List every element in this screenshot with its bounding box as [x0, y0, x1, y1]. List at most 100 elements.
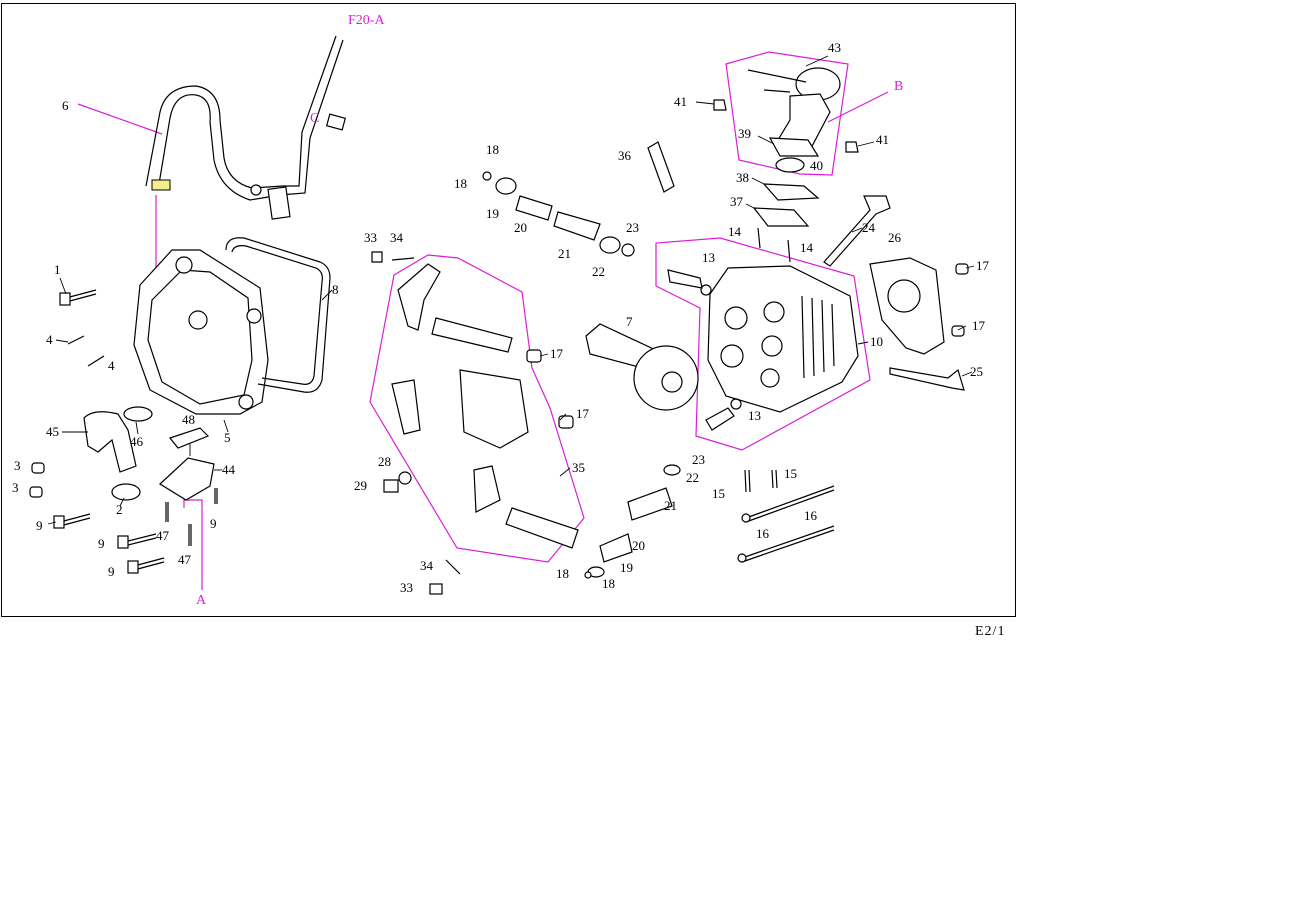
rocker-shaft-upper	[431, 317, 513, 353]
callout-9: 9	[108, 564, 115, 579]
callout-17: 17	[550, 346, 564, 361]
rocker-arm-assembly	[371, 251, 579, 595]
spring-20a	[515, 195, 553, 221]
rocker-shaft-lower	[505, 507, 579, 549]
hose-clip	[325, 113, 347, 131]
callout-21: 21	[558, 246, 571, 261]
callout-9: 9	[210, 516, 217, 531]
callout-19: 19	[486, 206, 499, 221]
rocker-arm-lower	[473, 465, 501, 513]
callout-39: 39	[738, 126, 751, 141]
callout-33: 33	[364, 230, 377, 245]
head-cover	[133, 249, 269, 415]
callout-34: 34	[420, 558, 434, 573]
studs-14	[757, 227, 791, 263]
callout-21: 21	[664, 498, 677, 513]
callout-2: 2	[116, 502, 123, 517]
leader-lines	[47, 55, 975, 525]
reed-valve-44	[159, 457, 215, 501]
callout-13: 13	[702, 250, 715, 265]
intake-valve-24	[823, 195, 891, 267]
callout-3: 3	[12, 480, 19, 495]
leader-6	[77, 103, 163, 135]
callout-29: 29	[354, 478, 367, 493]
callout-24: 24	[862, 220, 876, 235]
nut-41a	[713, 99, 727, 111]
callout-44: 44	[222, 462, 236, 477]
callout-20: 20	[514, 220, 527, 235]
gasket-37	[752, 207, 810, 227]
valve-guide-13b	[705, 407, 735, 431]
callout-13: 13	[748, 408, 761, 423]
callout-34: 34	[390, 230, 404, 245]
spring-20b	[599, 533, 633, 563]
callout-16: 16	[756, 526, 770, 541]
spark-plug	[647, 141, 675, 193]
callout-23: 23	[692, 452, 705, 467]
pin-17c	[955, 263, 969, 275]
callout-9: 9	[36, 518, 43, 533]
reference-b: B	[894, 79, 903, 94]
cap-3b	[29, 486, 43, 498]
callout-7: 7	[626, 314, 633, 329]
callout-47: 47	[178, 552, 192, 567]
pin-17a	[526, 349, 542, 363]
callout-37: 37	[730, 194, 744, 209]
callout-22: 22	[592, 264, 605, 279]
callout-46: 46	[130, 434, 144, 449]
callout-28: 28	[378, 454, 391, 469]
gasket-46	[123, 406, 153, 422]
callout-3: 3	[14, 458, 21, 473]
callouts: 1 2 3 3 4 4 5 6 7 8 9 9 9 9 10 13 13 14 …	[12, 40, 990, 595]
reference-markers: F20-A C B A	[196, 13, 903, 608]
spring-21a	[553, 211, 601, 241]
o-ring-40	[775, 157, 805, 173]
callout-16: 16	[804, 508, 818, 523]
callout-48: 48	[182, 412, 195, 427]
hose-clamp-highlight	[151, 179, 171, 191]
callout-14: 14	[728, 224, 742, 239]
rocker-holder	[459, 369, 529, 449]
callout-43: 43	[828, 40, 841, 55]
callout-1: 1	[54, 262, 61, 277]
callout-18: 18	[556, 566, 569, 581]
spring-21b	[627, 487, 673, 521]
callout-17: 17	[972, 318, 986, 333]
pin-17b	[558, 415, 574, 429]
callout-4: 4	[108, 358, 115, 373]
leader-b	[827, 91, 889, 123]
cylinder-head	[667, 265, 859, 431]
callout-4: 4	[46, 332, 53, 347]
reference-a: A	[196, 593, 207, 608]
callout-22: 22	[686, 470, 699, 485]
camshaft	[585, 323, 699, 411]
callout-47: 47	[156, 528, 170, 543]
head-cover-gasket	[225, 237, 331, 393]
callout-35: 35	[572, 460, 585, 475]
plate-48	[168, 427, 210, 449]
bracket-45	[83, 411, 137, 473]
callout-23: 23	[626, 220, 639, 235]
gasket-2	[111, 483, 141, 501]
breather-hose	[145, 35, 347, 220]
callout-25: 25	[970, 364, 983, 379]
valve-guide-13a	[667, 269, 703, 289]
callout-40: 40	[810, 158, 823, 173]
nut-41b	[845, 141, 859, 153]
page-code: E2/1	[975, 624, 1006, 639]
valve-spring-stack-bottom	[584, 464, 681, 579]
callout-41: 41	[674, 94, 687, 109]
rocker-arm-upper	[397, 263, 441, 331]
intake-manifold-group-outline	[725, 51, 849, 176]
callout-17: 17	[976, 258, 990, 273]
left-small-parts	[29, 289, 218, 574]
callout-18: 18	[486, 142, 499, 157]
bolt-16b	[741, 525, 835, 563]
reference-line-a	[183, 499, 203, 590]
cap-3a	[31, 462, 45, 474]
callout-38: 38	[736, 170, 749, 185]
callout-20: 20	[632, 538, 645, 553]
callout-45: 45	[46, 424, 59, 439]
hose-clamp	[250, 184, 262, 196]
callout-9: 9	[98, 536, 105, 551]
